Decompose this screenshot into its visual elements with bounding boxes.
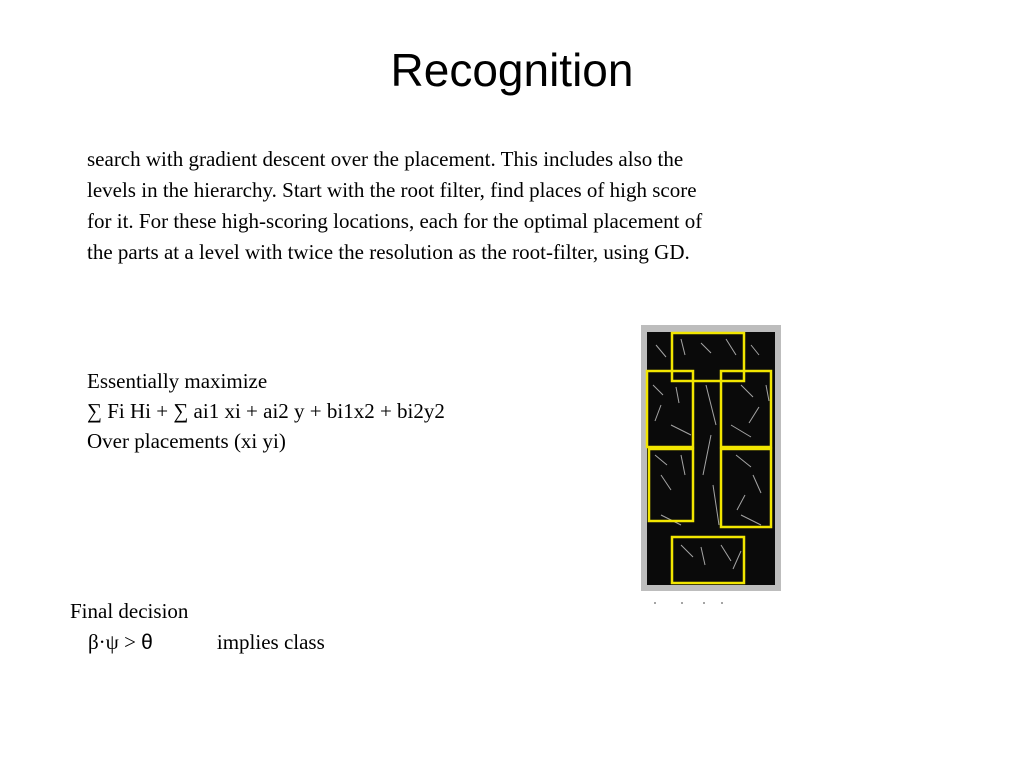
paragraph-line: levels in the hierarchy. Start with the … — [87, 178, 697, 202]
part-box-head — [670, 331, 746, 383]
filter-background — [647, 332, 775, 585]
decision-rule: β·ψ > θ implies class — [70, 627, 325, 658]
decision-expression: β·ψ > — [88, 630, 142, 654]
part-box-right-upper — [719, 369, 773, 449]
maximize-block: Essentially maximize ∑ Fi Hi + ∑ ai1 xi … — [87, 366, 445, 456]
figure-caption-dots — [654, 602, 723, 604]
maximize-heading: Essentially maximize — [87, 369, 268, 393]
maximize-over: Over placements (xi yi) — [87, 429, 286, 453]
decision-heading: Final decision — [70, 599, 189, 623]
part-box-right-lower — [719, 447, 773, 529]
part-box-left-upper — [645, 369, 695, 449]
part-boxes — [645, 331, 773, 585]
slide-title: Recognition — [390, 44, 634, 96]
hog-part-filter-icon — [641, 325, 781, 591]
paragraph-line: the parts at a level with twice the reso… — [87, 240, 690, 264]
part-model-figure — [645, 331, 775, 585]
paragraph-line: search with gradient descent over the pl… — [87, 147, 684, 171]
paragraph-line: for it. For these high-scoring locations… — [87, 209, 703, 233]
part-box-left-lower — [647, 447, 695, 523]
maximize-formula: ∑ Fi Hi + ∑ ai1 xi + ai2 y + bi1x2 + bi2… — [87, 399, 445, 423]
part-box-feet — [670, 535, 746, 585]
description-paragraph: search with gradient descent over the pl… — [87, 144, 867, 268]
decision-block: Final decision β·ψ > θ implies class — [70, 596, 325, 658]
decision-implies: implies class — [216, 630, 325, 654]
gradient-texture — [652, 338, 770, 570]
decision-theta: θ — [141, 631, 153, 654]
